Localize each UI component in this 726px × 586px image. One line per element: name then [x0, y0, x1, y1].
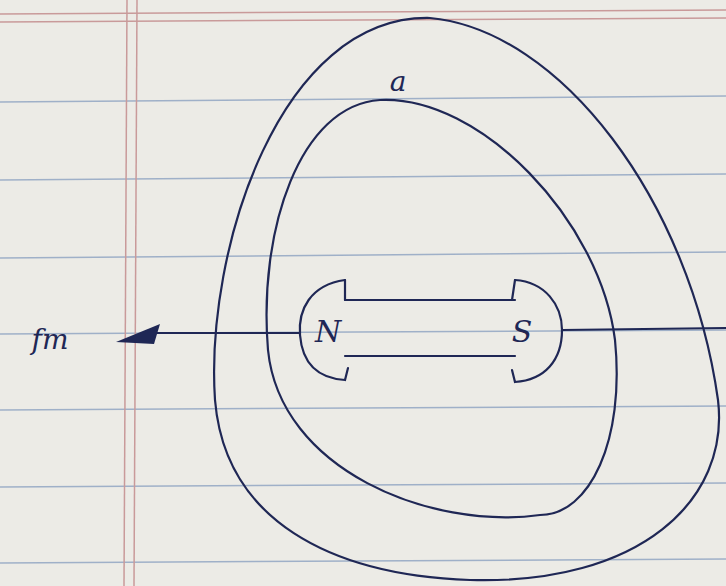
ruled-lines [0, 96, 726, 563]
force-label: fm [32, 326, 69, 354]
loop-label: a [390, 68, 407, 96]
field-loops [214, 18, 719, 580]
bar-magnet [300, 280, 726, 382]
pole-label: N [315, 317, 341, 347]
force-arrow [116, 324, 300, 344]
pole-label: S [512, 317, 533, 347]
